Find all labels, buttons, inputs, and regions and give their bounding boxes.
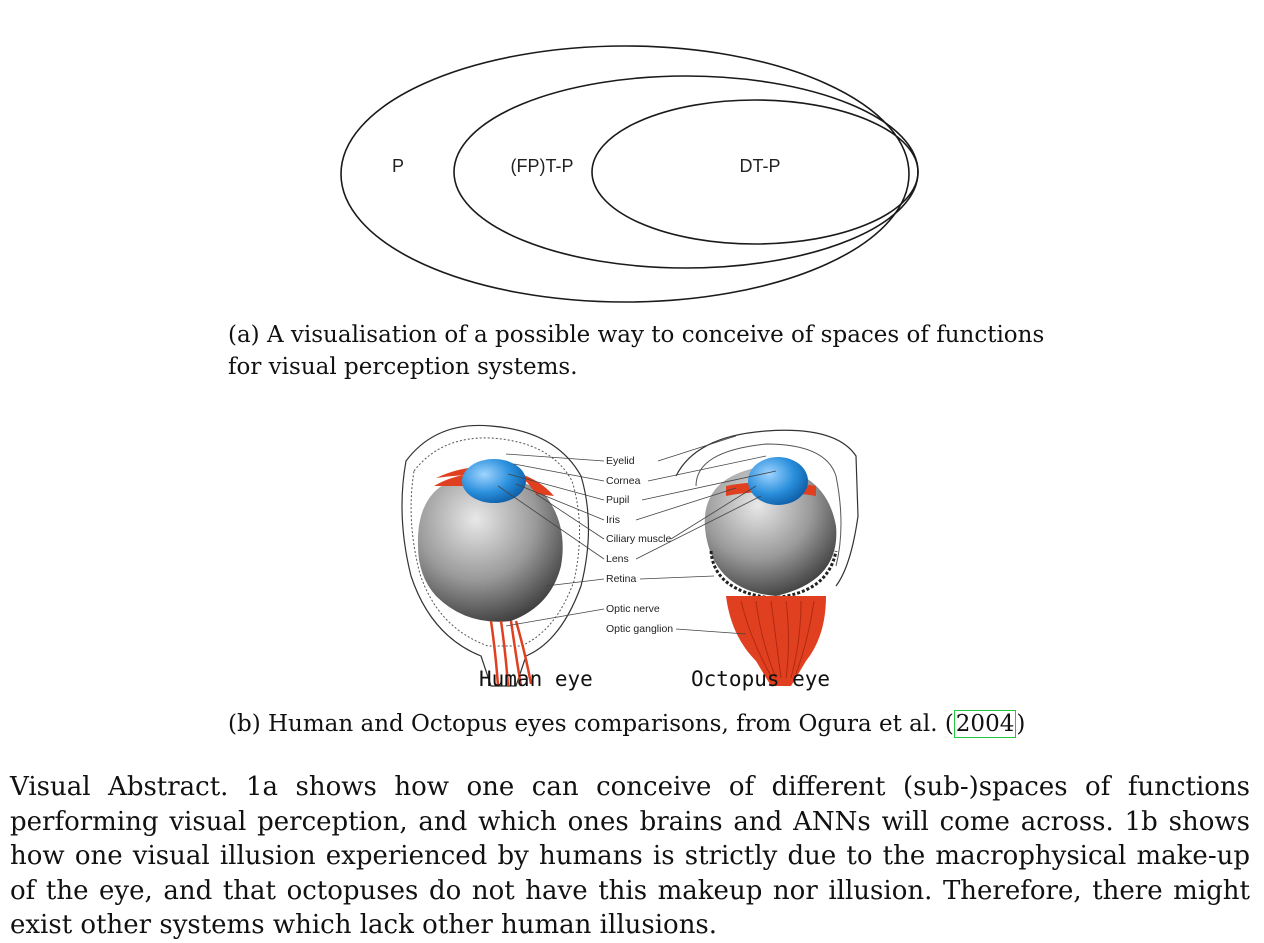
caption-b-text: (b) Human and Octopus eyes comparisons, … (228, 711, 954, 737)
visual-abstract-paragraph: Visual Abstract. 1a shows how one can co… (10, 772, 1250, 940)
part-label-optic-nerve: Optic nerve (606, 603, 660, 615)
caption-a: (a) A visualisation of a possible way to… (228, 322, 1045, 380)
set-fpt-p-label: (FP)T-P (511, 156, 574, 176)
part-label-pupil: Pupil (606, 494, 629, 506)
caption-b: (b) Human and Octopus eyes comparisons, … (228, 708, 1128, 740)
part-label-eyelid: Eyelid (606, 455, 635, 467)
set-dt-p-ellipse (591, 99, 919, 245)
set-dt-p-label: DT-P (739, 156, 780, 176)
part-label-optic-ganglion: Optic ganglion (606, 623, 673, 635)
part-label-lens: Lens (606, 553, 629, 565)
caption-b-close: ) (1016, 711, 1026, 737)
set-p-label: P (392, 156, 404, 176)
set-p-ellipse (340, 45, 910, 303)
part-leader-lines (497, 435, 777, 635)
human-eye-illustration (401, 424, 590, 687)
human-eye-label: Human eye (479, 667, 593, 691)
nested-sets-diagram: P (FP)T-P DT-P (340, 45, 919, 303)
octopus-eye-illustration (675, 429, 859, 686)
part-label-retina: Retina (606, 573, 637, 585)
part-label-iris: Iris (606, 514, 620, 526)
citation-link[interactable]: 2004 (953, 710, 1017, 738)
octopus-eye-label: Octopus eye (691, 667, 830, 691)
part-label-ciliary-muscle: Ciliary muscle (606, 533, 672, 545)
eye-comparison-figure: Eyelid Cornea Pupil Iris Ciliary muscle … (401, 424, 859, 691)
part-label-cornea: Cornea (606, 475, 641, 487)
